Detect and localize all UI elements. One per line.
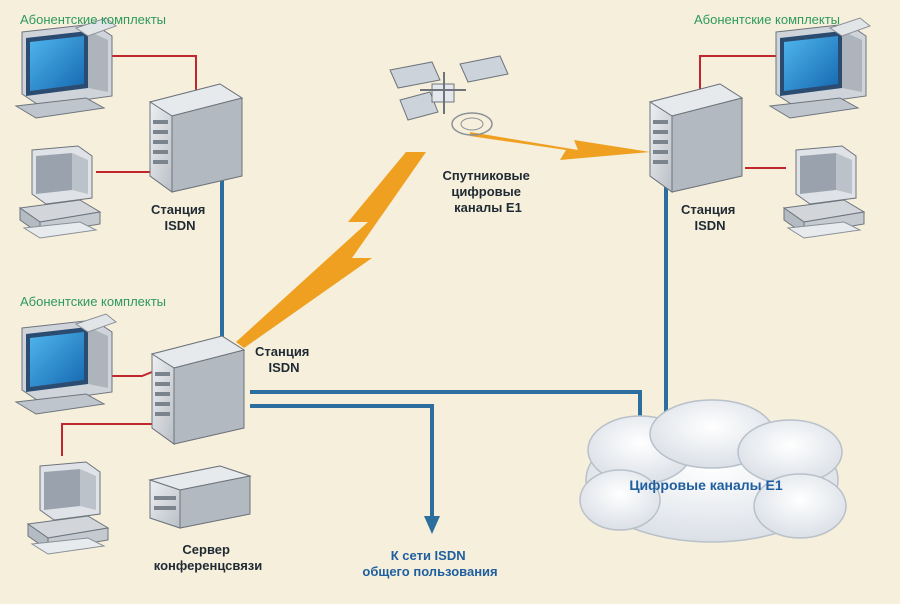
isdn-network-label: К сети ISDN общего пользования	[362, 548, 497, 579]
subscriber-label-top-left: Абонентские комплекты	[20, 12, 166, 27]
satellite-label: Спутниковые цифровые каналы Е1	[442, 168, 533, 215]
workstation-icon	[19, 145, 101, 239]
satellite-icon	[389, 55, 509, 136]
cloud-icon	[579, 399, 847, 543]
subscriber-label-mid-left: Абонентские комплекты	[20, 294, 166, 309]
arrow-down-icon	[424, 516, 440, 534]
workstation-icon	[783, 145, 865, 239]
station-label-right: Станция ISDN	[681, 202, 739, 233]
desktop-computer-icon	[15, 313, 117, 415]
isdn-station-icon	[151, 335, 245, 445]
isdn-station-icon	[149, 83, 243, 193]
station-label-top-left: Станция ISDN	[151, 202, 209, 233]
desktop-computer-icon	[15, 17, 117, 119]
lightning-icon	[236, 132, 650, 348]
server-label: Сервер конференцсвязи	[154, 542, 263, 573]
conference-server-icon	[148, 465, 252, 529]
cloud-label: Цифровые каналы Е1	[629, 477, 783, 493]
isdn-station-icon	[649, 83, 743, 193]
desktop-computer-icon	[769, 17, 871, 119]
subscriber-label-top-right: Абонентские комплекты	[694, 12, 840, 27]
station-label-center: Станция ISDN	[255, 344, 313, 375]
workstation-icon	[27, 461, 109, 555]
